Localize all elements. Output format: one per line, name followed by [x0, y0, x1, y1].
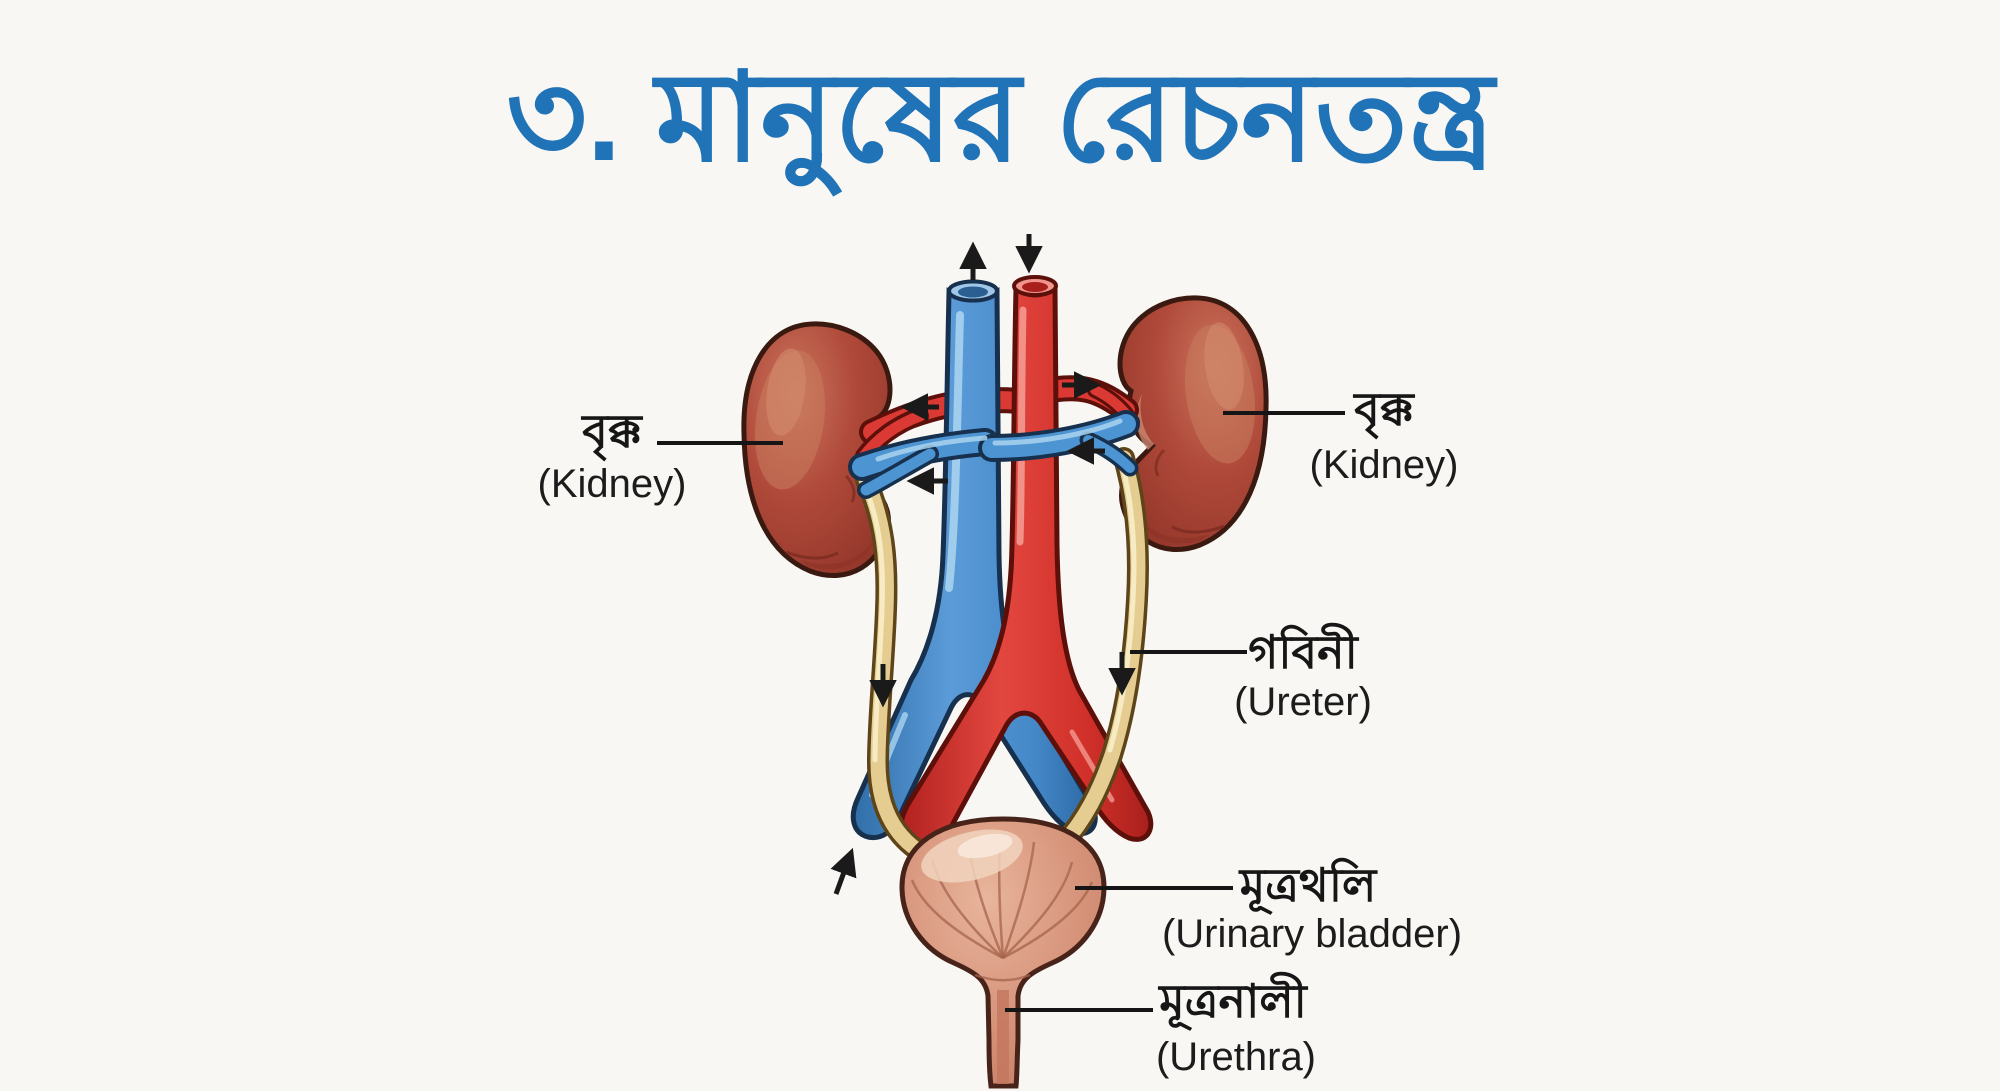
pointer-lines	[657, 411, 1345, 1012]
bladder	[899, 816, 1107, 1089]
labels: বৃক্ক (Kidney) বৃক্ক (Kidney) গবিনী (Ure…	[538, 383, 1463, 1079]
kidney-right-label-bn: বৃক্ক	[1352, 383, 1416, 441]
urethra-label-bn: মূত্রনালী	[1157, 971, 1308, 1031]
kidney-left-label-en: (Kidney)	[538, 462, 687, 506]
page-title: ৩. মানুষের রেচনতন্ত্র	[506, 49, 1498, 196]
flow-arrows	[830, 234, 1136, 895]
ureter-label-en: (Ureter)	[1234, 680, 1372, 724]
ureter-label-bn: গবিনী	[1248, 622, 1359, 678]
up-right-arrow-icon	[830, 847, 857, 895]
bladder-label-en: (Urinary bladder)	[1162, 912, 1462, 956]
bladder-label-bn: মূত্রথলি	[1238, 857, 1378, 915]
urethra	[997, 990, 1009, 1084]
urethra-label-en: (Urethra)	[1156, 1035, 1316, 1079]
kidney-left-label-bn: বৃক্ক	[580, 405, 644, 463]
kidney-right-label-en: (Kidney)	[1310, 443, 1459, 487]
vena-cava	[850, 279, 1098, 841]
